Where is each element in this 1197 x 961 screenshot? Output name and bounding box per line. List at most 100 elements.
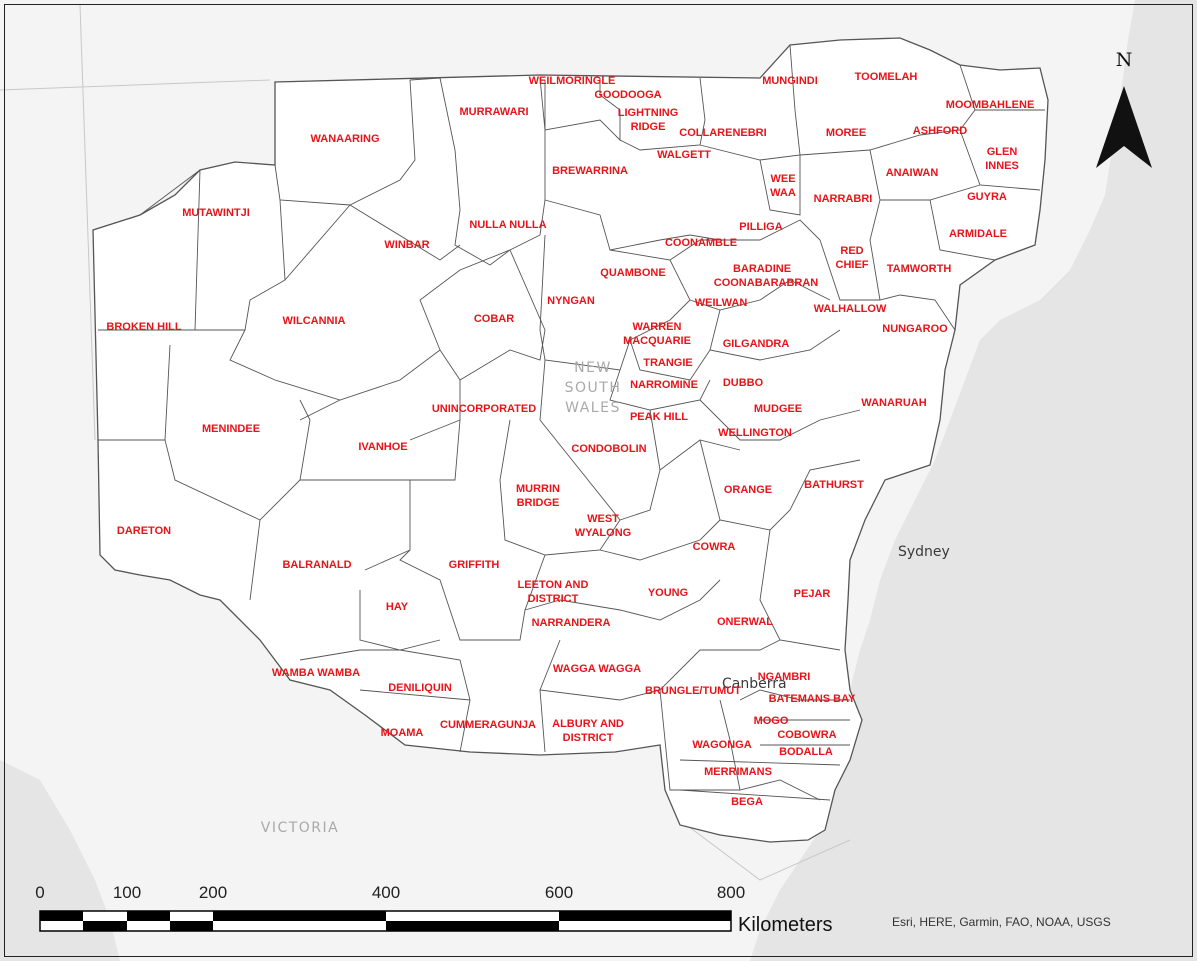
region-label[interactable]: BROKEN HILL — [106, 321, 181, 333]
region-label[interactable]: LIGHTNING — [618, 107, 679, 119]
region-label[interactable]: WANARUAH — [861, 397, 926, 409]
region-label[interactable]: MOAMA — [381, 727, 424, 739]
region-label[interactable]: ANAIWAN — [886, 167, 939, 179]
region-label[interactable]: QUAMBONE — [600, 267, 665, 279]
region-label[interactable]: MOREE — [826, 127, 866, 139]
region-label[interactable]: WALHALLOW — [814, 303, 887, 315]
region-label[interactable]: NYNGAN — [547, 295, 595, 307]
region-label[interactable]: COONAMBLE — [665, 237, 737, 249]
region-label[interactable]: COONABARABRAN — [714, 277, 819, 289]
region-label[interactable]: MURRIN — [516, 483, 560, 495]
region-label[interactable]: WINBAR — [384, 239, 429, 251]
region-label[interactable]: COLLARENEBRI — [679, 127, 766, 139]
region-label[interactable]: WALGETT — [657, 149, 711, 161]
region-label[interactable]: BRIDGE — [517, 497, 560, 509]
scale-tick-label: 400 — [372, 883, 400, 902]
region-label[interactable]: RED — [840, 245, 863, 257]
scale-tick-label: 100 — [113, 883, 141, 902]
region-label[interactable]: PEJAR — [794, 588, 831, 600]
region-label[interactable]: DISTRICT — [528, 593, 579, 605]
region-label[interactable]: COBOWRA — [777, 729, 836, 741]
region-label[interactable]: BRUNGLE/TUMUT — [645, 685, 741, 697]
region-label[interactable]: BALRANALD — [282, 559, 351, 571]
region-label[interactable]: COWRA — [693, 541, 736, 553]
region-label[interactable]: CUMMERAGUNJA — [440, 719, 536, 731]
state-border — [0, 4, 851, 881]
north-arrow-label: N — [1116, 49, 1133, 71]
region-label[interactable]: GLEN — [987, 146, 1018, 158]
scale-tick-label: 0 — [35, 883, 44, 902]
region-label[interactable]: MACQUARIE — [623, 335, 691, 347]
region-label[interactable]: WARREN — [633, 321, 682, 333]
region-label[interactable]: BODALLA — [779, 746, 833, 758]
region-label[interactable]: NARROMINE — [630, 379, 698, 391]
region-label[interactable]: DUBBO — [723, 377, 764, 389]
region-label[interactable]: RIDGE — [631, 121, 666, 133]
region-label[interactable]: MUTAWINTJI — [182, 207, 250, 219]
region-label[interactable]: WILCANNIA — [283, 315, 346, 327]
region-label[interactable]: PILLIGA — [739, 221, 782, 233]
region-label[interactable]: HAY — [386, 601, 409, 613]
region-label[interactable]: MURRAWARI — [459, 106, 528, 118]
state-label-new: NEW — [574, 360, 612, 376]
region-label[interactable]: TRANGIE — [643, 357, 693, 369]
north-arrow: N — [1096, 49, 1152, 168]
region-label[interactable]: MUNGINDI — [762, 75, 818, 87]
region-label[interactable]: DARETON — [117, 525, 171, 537]
region-label[interactable]: BATHURST — [804, 479, 864, 491]
attribution-text: Esri, HERE, Garmin, FAO, NOAA, USGS — [892, 915, 1111, 929]
region-label[interactable]: CHIEF — [836, 259, 869, 271]
region-label[interactable]: DENILIQUIN — [388, 682, 452, 694]
north-arrow-icon — [1096, 86, 1152, 168]
region-label[interactable]: BARADINE — [733, 263, 791, 275]
region-label[interactable]: MOGO — [754, 715, 789, 727]
region-label[interactable]: BATEMANS BAY — [769, 693, 856, 705]
region-label[interactable]: NULLA NULLA — [469, 219, 546, 231]
region-label[interactable]: MENINDEE — [202, 423, 260, 435]
region-label[interactable]: CONDOBOLIN — [571, 443, 646, 455]
region-label[interactable]: MUDGEE — [754, 403, 802, 415]
region-label[interactable]: PEAK HILL — [630, 411, 688, 423]
region-label[interactable]: GOODOOGA — [594, 89, 661, 101]
region-label[interactable]: ASHFORD — [913, 125, 967, 137]
region-label[interactable]: YOUNG — [648, 587, 688, 599]
state-label-wales: WALES — [565, 400, 621, 416]
region-label[interactable]: WANAARING — [310, 133, 379, 145]
region-label[interactable]: NARRABRI — [814, 193, 873, 205]
region-label[interactable]: COBAR — [474, 313, 514, 325]
region-label[interactable]: INNES — [985, 160, 1019, 172]
region-label[interactable]: BEGA — [731, 796, 763, 808]
region-label[interactable]: LEETON AND — [518, 579, 589, 591]
region-label[interactable]: TOOMELAH — [855, 71, 918, 83]
region-label[interactable]: MOOMBAHLENE — [946, 99, 1035, 111]
nsw-outline — [92, 37, 1049, 843]
region-label[interactable]: WEST — [587, 513, 619, 525]
region-label[interactable]: TAMWORTH — [887, 263, 952, 275]
region-label[interactable]: WAMBA WAMBA — [272, 667, 360, 679]
region-label[interactable]: NGAMBRI — [758, 671, 811, 683]
region-label[interactable]: WAA — [770, 187, 796, 199]
region-label[interactable]: IVANHOE — [358, 441, 407, 453]
region-label[interactable]: WEILWAN — [695, 297, 748, 309]
region-label[interactable]: GILGANDRA — [723, 338, 790, 350]
region-label[interactable]: UNINCORPORATED — [432, 403, 536, 415]
region-label[interactable]: GRIFFITH — [449, 559, 500, 571]
region-label[interactable]: BREWARRINA — [552, 165, 628, 177]
region-label[interactable]: WYALONG — [575, 527, 631, 539]
region-label[interactable]: WAGGA WAGGA — [553, 663, 641, 675]
region-label[interactable]: ORANGE — [724, 484, 772, 496]
region-label[interactable]: ALBURY AND — [552, 718, 624, 730]
region-label[interactable]: WELLINGTON — [718, 427, 792, 439]
region-label[interactable]: WEILMORINGLE — [529, 75, 616, 87]
region-label[interactable]: ONERWAL — [717, 616, 773, 628]
city-sydney: Sydney — [898, 544, 950, 560]
region-label[interactable]: GUYRA — [967, 191, 1007, 203]
region-label[interactable]: NARRANDERA — [532, 617, 611, 629]
region-label[interactable]: NUNGAROO — [882, 323, 948, 335]
region-label[interactable]: WAGONGA — [692, 739, 751, 751]
region-label[interactable]: MERRIMANS — [704, 766, 772, 778]
region-label[interactable]: ARMIDALE — [949, 228, 1007, 240]
region-label[interactable]: WEE — [770, 173, 795, 185]
region-label[interactable]: DISTRICT — [563, 732, 614, 744]
